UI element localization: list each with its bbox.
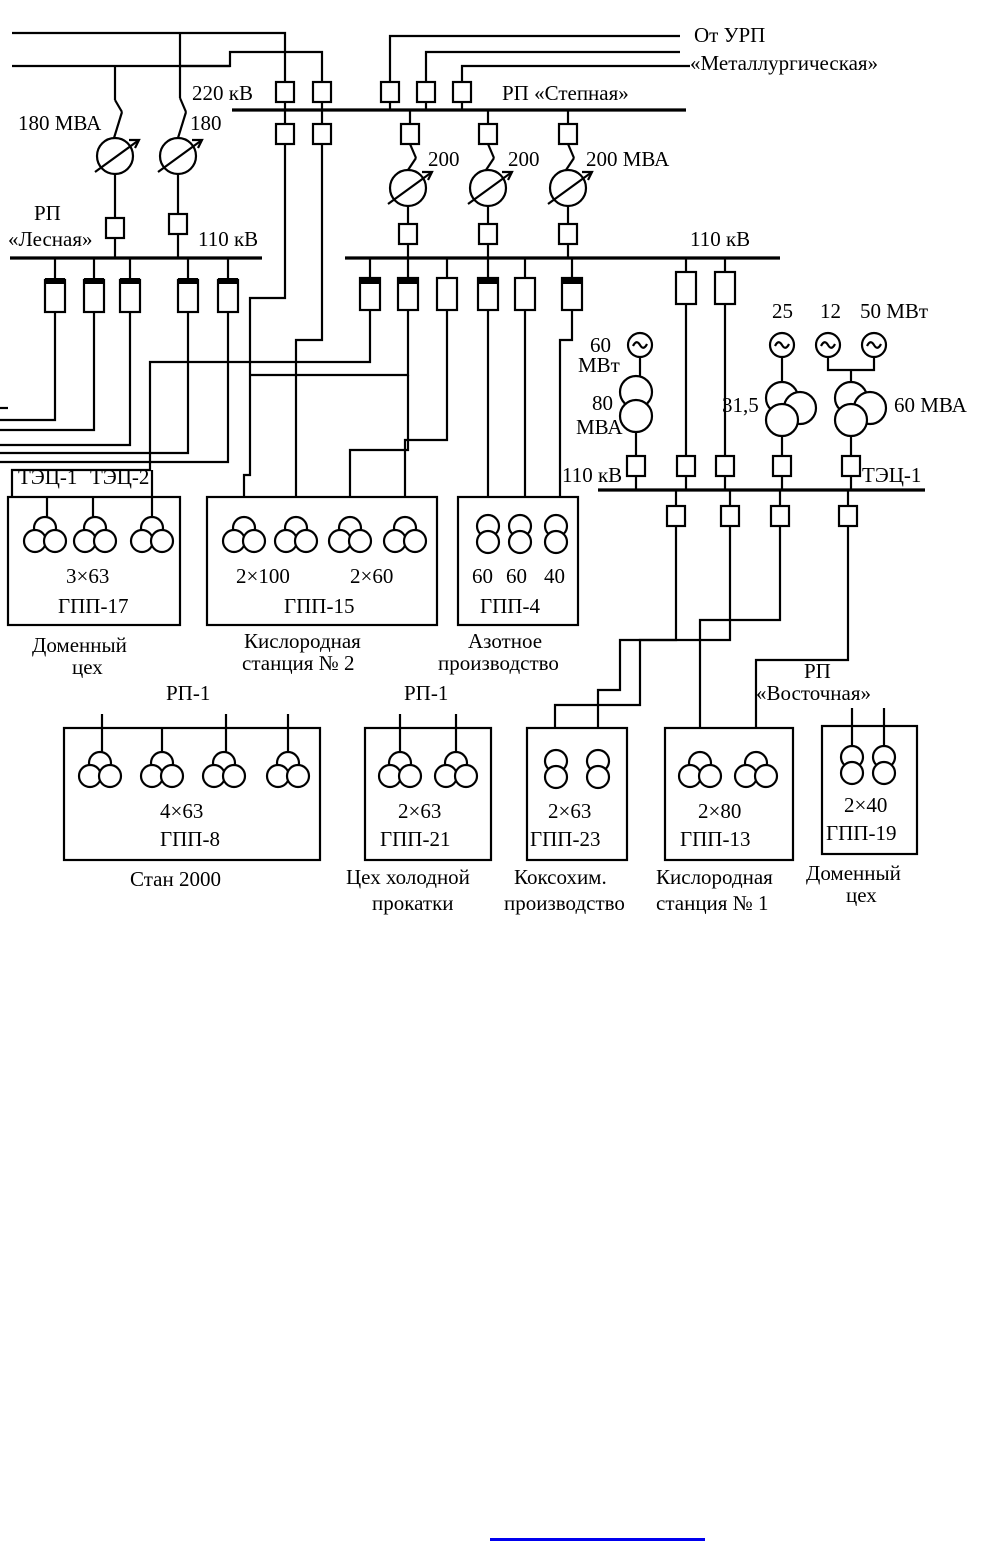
- label-gen-25: 25: [772, 299, 793, 323]
- gpp19-caption-1: Доменный: [806, 861, 901, 885]
- gpp19-caption-2: цех: [846, 883, 877, 907]
- gpp13-caption-2: станция № 1: [656, 891, 769, 915]
- label-rp1-a: РП-1: [166, 681, 210, 705]
- gpp-23-box: [525, 726, 629, 862]
- gpp4-caption-1: Азотное: [468, 629, 542, 653]
- incoming-lines-220kv: [12, 31, 690, 100]
- gpp15-caption-1: Кислородная: [244, 629, 361, 653]
- gpp-19-box: [820, 708, 919, 856]
- gpp4-r2: 60: [506, 564, 527, 588]
- label-110kv-left: 110 кВ: [198, 227, 258, 251]
- label-180: 180: [190, 111, 222, 135]
- gpp-4-box: [456, 495, 580, 627]
- autotransformers-180: [93, 97, 204, 258]
- gpp17-rating: 3×63: [66, 564, 109, 588]
- gpp8-caption-1: Стан 2000: [130, 867, 221, 891]
- gpp21-name: ГПП-21: [380, 827, 450, 851]
- gpp15-rating-b: 2×60: [350, 564, 393, 588]
- gpp-15-box: [205, 495, 439, 627]
- label-gen60-1: 60: [590, 333, 611, 357]
- generators-tec: [618, 331, 888, 490]
- label-110kv-mid: 110 кВ: [690, 227, 750, 251]
- autotransformers-200: [386, 110, 594, 258]
- gpp19-rating: 2×40: [844, 793, 887, 817]
- label-rp-lesnaya-2: «Лесная»: [8, 227, 92, 251]
- lesnaya-feeders: [0, 258, 240, 464]
- gpp-13-box: [663, 726, 795, 862]
- label-gen60-2: МВт: [578, 353, 620, 377]
- gpp17-caption-1: Доменный: [32, 633, 127, 657]
- label-110kv-tec: 110 кВ: [562, 463, 622, 487]
- label-200mva: 200 МВА: [586, 147, 670, 171]
- label-tec1-right: ТЭЦ-1: [862, 463, 921, 487]
- label-rp-vost-1: РП: [804, 659, 831, 683]
- gpp13-name: ГПП-13: [680, 827, 750, 851]
- label-rp-stepnaya: РП «Степная»: [502, 81, 629, 105]
- power-supply-diagram: От УРП «Металлургическая» 220 кВ РП «Сте…: [0, 23, 968, 915]
- breakers-220kv: [274, 80, 473, 146]
- label-rp-vost-2: «Восточная»: [756, 681, 871, 705]
- gpp13-caption-1: Кислородная: [656, 865, 773, 889]
- label-220kv: 220 кВ: [192, 81, 253, 105]
- gpp4-r1: 60: [472, 564, 493, 588]
- label-tec2-left: ТЭЦ-2: [90, 465, 149, 489]
- page-link-underline[interactable]: [490, 1538, 705, 1541]
- gpp-8-box: [62, 714, 322, 862]
- label-t80-1: 80: [592, 391, 613, 415]
- gpp23-caption-1: Коксохим.: [514, 865, 607, 889]
- gpp23-caption-2: производство: [504, 891, 625, 915]
- label-t60mva: 60 МВА: [894, 393, 968, 417]
- gpp19-name: ГПП-19: [826, 821, 896, 845]
- label-gen-12: 12: [820, 299, 841, 323]
- label-180mva: 180 МВА: [18, 111, 102, 135]
- gpp4-r3: 40: [544, 564, 565, 588]
- gpp15-name: ГПП-15: [284, 594, 354, 618]
- label-rp-lesnaya-1: РП: [34, 201, 61, 225]
- label-tec1-left: ТЭЦ-1: [18, 465, 77, 489]
- main-110-feeders: [10, 258, 737, 515]
- label-200-b: 200: [508, 147, 540, 171]
- gpp15-caption-2: станция № 2: [242, 651, 355, 675]
- gpp-17-box: [6, 470, 182, 627]
- gpp21-caption-1: Цех холодной: [346, 865, 470, 889]
- label-gen-50: 50 МВт: [860, 299, 928, 323]
- gpp23-name: ГПП-23: [530, 827, 600, 851]
- gpp4-caption-2: производство: [438, 651, 559, 675]
- gpp21-caption-2: прокатки: [372, 891, 454, 915]
- gpp13-rating: 2×80: [698, 799, 741, 823]
- label-t80-2: МВА: [576, 415, 623, 439]
- label-200-a: 200: [428, 147, 460, 171]
- gpp21-rating: 2×63: [398, 799, 441, 823]
- label-metallurgicheskaya: «Металлургическая»: [690, 51, 878, 75]
- tec1-feeders: [553, 490, 859, 748]
- gpp-21-box: [363, 714, 493, 862]
- gpp17-caption-2: цех: [72, 655, 103, 679]
- gpp8-name: ГПП-8: [160, 827, 220, 851]
- gpp4-name: ГПП-4: [480, 594, 540, 618]
- label-t31: 31,5: [722, 393, 759, 417]
- gpp8-rating: 4×63: [160, 799, 203, 823]
- gpp15-rating-a: 2×100: [236, 564, 290, 588]
- label-rp1-b: РП-1: [404, 681, 448, 705]
- gpp23-rating: 2×63: [548, 799, 591, 823]
- feeders-220-to-gpp15: [242, 144, 324, 515]
- gpp17-name: ГПП-17: [58, 594, 128, 618]
- label-ot-urp: От УРП: [694, 23, 765, 47]
